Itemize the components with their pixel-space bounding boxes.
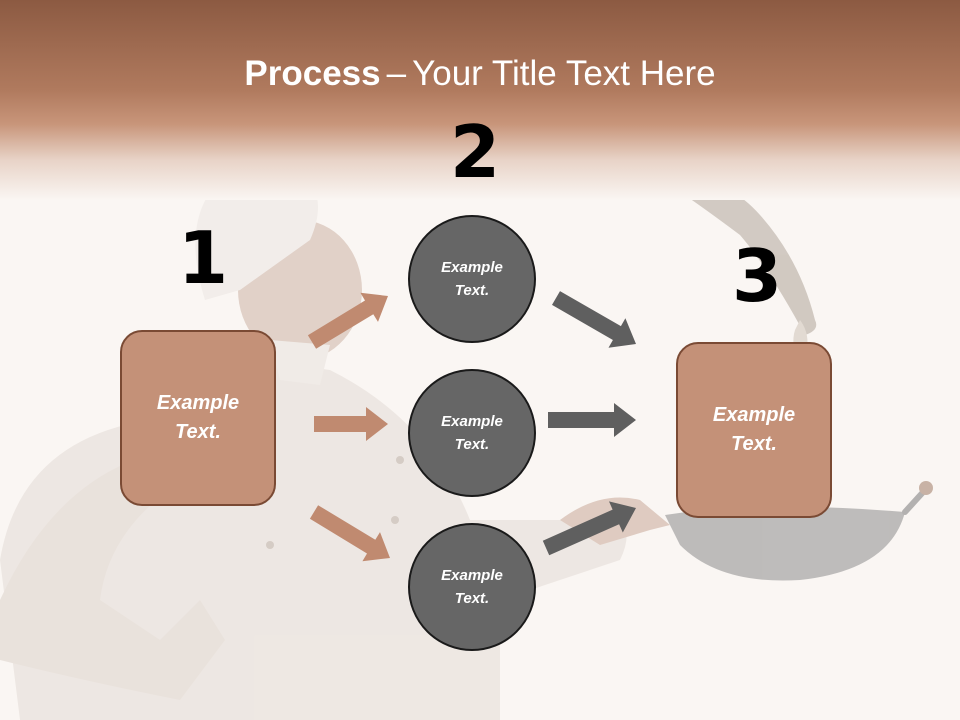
step-number-2: 2 <box>450 110 501 194</box>
middle-circle-3-label: Example Text. <box>441 567 503 607</box>
slide-title: Process–Your Title Text Here <box>0 54 960 94</box>
arrow-box1-to-circle2 <box>314 407 388 441</box>
step-box-3: Example Text. <box>676 342 832 518</box>
middle-circle-1: Example Text. <box>408 215 536 343</box>
title-separator: – <box>386 54 407 93</box>
middle-circle-2: Example Text. <box>408 369 536 497</box>
title-rest: Your Title Text Here <box>412 54 716 93</box>
arrow-circle3-to-box3 <box>542 501 636 556</box>
arrow-circle2-to-box3 <box>548 403 636 437</box>
step-number-3: 3 <box>732 234 783 318</box>
middle-circle-1-label: Example Text. <box>441 259 503 299</box>
step-box-1: Example Text. <box>120 330 276 506</box>
step-box-1-label: Example Text. <box>156 392 240 443</box>
header-band <box>0 0 960 200</box>
arrow-circle1-to-box3 <box>552 291 636 348</box>
arrow-box1-to-circle1 <box>307 292 388 349</box>
step-box-3-label: Example Text. <box>712 404 796 455</box>
step-number-1: 1 <box>178 216 229 300</box>
title-bold: Process <box>244 54 381 93</box>
arrow-box1-to-circle3 <box>309 505 390 562</box>
middle-circle-2-label: Example Text. <box>441 413 503 453</box>
middle-circle-3: Example Text. <box>408 523 536 651</box>
